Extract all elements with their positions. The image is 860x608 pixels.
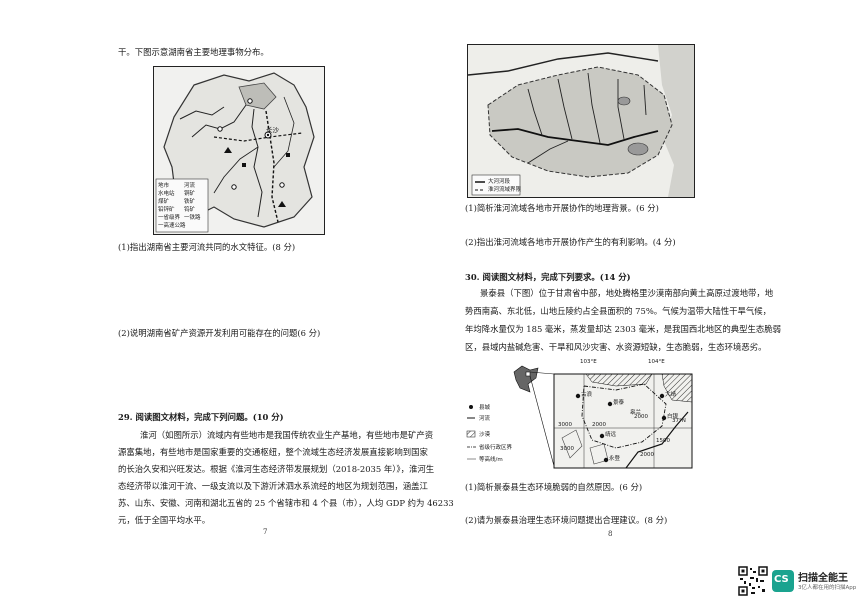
legend-item: 铁矿: [184, 199, 196, 205]
watermark-subtitle: 3亿人都在用的扫描App: [798, 585, 857, 591]
q30-1: (1)简析景泰县生态环境脆弱的自然原因。(6 分): [465, 482, 643, 492]
qr-code-icon: [738, 566, 768, 596]
place-label: 永登: [609, 456, 621, 462]
q30-2: (2)请为景泰县治理生态环境问题提出合理建议。(8 分): [465, 515, 668, 525]
contour-label: 2000: [634, 414, 648, 420]
q30-body-line: 年均降水量仅为 185 毫米，蒸发量却达 2303 毫米，是我国西北地区的典型生…: [465, 324, 781, 334]
lat-label: 37°N: [672, 418, 686, 424]
q29-title: 29. 阅读图文材料，完成下列问题。(10 分): [118, 412, 284, 422]
q29-body-line: 源富集地，有些地市是国家重要的交通枢纽，整个流域生态经济发展直接影响到国家: [118, 447, 428, 457]
contour-label: 3000: [560, 446, 574, 452]
legend-item: 淮河流域界限: [488, 187, 522, 193]
legend-item: 钨矿: [184, 207, 196, 213]
q30-title: 30. 阅读图文材料，完成下列要求。(14 分): [465, 272, 631, 282]
legend-item: 县城: [479, 405, 491, 411]
legend-item: 大河河段: [488, 179, 511, 185]
place-label: 靖远: [605, 432, 617, 438]
legend-item: 铜矿: [184, 191, 196, 197]
place-label: 大靖: [665, 392, 677, 398]
contour-label: 2000: [592, 422, 606, 428]
huai-river-map: 大河河段 淮河流域界限: [467, 44, 695, 198]
q28-2: (2)说明湖南省矿产资源开发利用可能存在的问题(6 分): [118, 328, 321, 338]
watermark-title: 扫描全能王: [798, 573, 848, 584]
place-label: 古浪: [581, 392, 593, 398]
legend-item: 铅锌矿: [158, 207, 175, 213]
page-number: 7: [263, 528, 268, 536]
legend-item: 一铁路: [184, 215, 201, 221]
place-label: 白银: [667, 414, 679, 420]
page-number: 8: [608, 530, 613, 538]
right-page: 大河河段 淮河流域界限 (1)简析淮河流域各地市开展协作的地理背景。(6 分) …: [430, 0, 860, 608]
q30-body-line: 势西南高、东北低，山地丘陵约占全县面积的 75%。气候为温带大陆性干旱气候，: [465, 306, 772, 316]
q28-1: (1)指出湖南省主要河流共同的水文特征。(8 分): [118, 242, 296, 252]
legend-item: 地市: [158, 183, 170, 189]
legend-item: 一高速公路: [158, 223, 186, 229]
legend-item: 等高线/m: [479, 457, 503, 463]
legend-item: 一省级界: [158, 215, 181, 221]
jingtai-map: 103°E 104°E 37°N 县城 河流 沙漠 省级行政区界 等高线/m 古…: [466, 356, 698, 474]
q29-body-line: 元，低于全国平均水平。: [118, 515, 211, 525]
intro-text: 干。下图示意湖南省主要地理事物分布。: [118, 47, 269, 57]
legend-item: 河流: [184, 183, 196, 189]
legend-item: 河流: [479, 416, 491, 422]
place-label: 景泰: [613, 400, 625, 406]
legend-item: 沙漠: [479, 432, 491, 438]
lon-label: 104°E: [648, 359, 665, 365]
legend-item: 水电站: [158, 191, 175, 197]
camscanner-watermark: CS 扫描全能王 3亿人都在用的扫描App: [738, 566, 856, 598]
left-page: 干。下图示意湖南省主要地理事物分布。: [118, 47, 454, 536]
q29-body-line: 的长治久安和兴旺发达。根据《淮河生态经济带发展规划（2018-2035 年）》，…: [118, 464, 435, 474]
q29-body-line: 淮河（如图所示）流域内有些地市是我国传统农业生产基地，有些地市是矿产资: [140, 430, 434, 440]
place-label: 皋兰: [630, 410, 642, 416]
contour-label: 1500: [656, 438, 670, 444]
city-label-changsha: 长沙: [266, 126, 279, 134]
q30-body-line: 区，县域内盐碱危害、干旱和风沙灾害、水资源短缺，生态脆弱，生态环境恶劣。: [465, 342, 767, 352]
q29-1: (1)简析淮河流域各地市开展协作的地理背景。(6 分): [465, 203, 659, 213]
camscanner-logo-icon: CS: [772, 570, 794, 592]
hunan-map: 长沙 地市 河流 水电站 铜矿 煤矿 铁矿 铅锌矿 钨矿 一省级界 一铁路 一高…: [153, 66, 325, 235]
q29-2: (2)指出淮河流域各地市开展协作产生的有利影响。(4 分): [465, 237, 676, 247]
legend-item: 省级行政区界: [479, 445, 513, 451]
contour-label: 2000: [640, 452, 654, 458]
q30-body-line: 景泰县（下图）位于甘肃省中部，地处腾格里沙漠南部向黄土高原过渡地带，地: [480, 288, 774, 298]
q29-body-line: 态经济带以淮河干流、一级支流以及下游沂沭泗水系流经的地区为规划范围，涵盖江: [118, 481, 428, 491]
legend-item: 煤矿: [158, 199, 170, 205]
lon-label: 103°E: [580, 359, 597, 365]
q29-body-line: 苏、山东、安徽、河南和湖北五省的 25 个省辖市和 4 个县（市），人均 GDP…: [118, 498, 454, 508]
contour-label: 3000: [558, 422, 572, 428]
